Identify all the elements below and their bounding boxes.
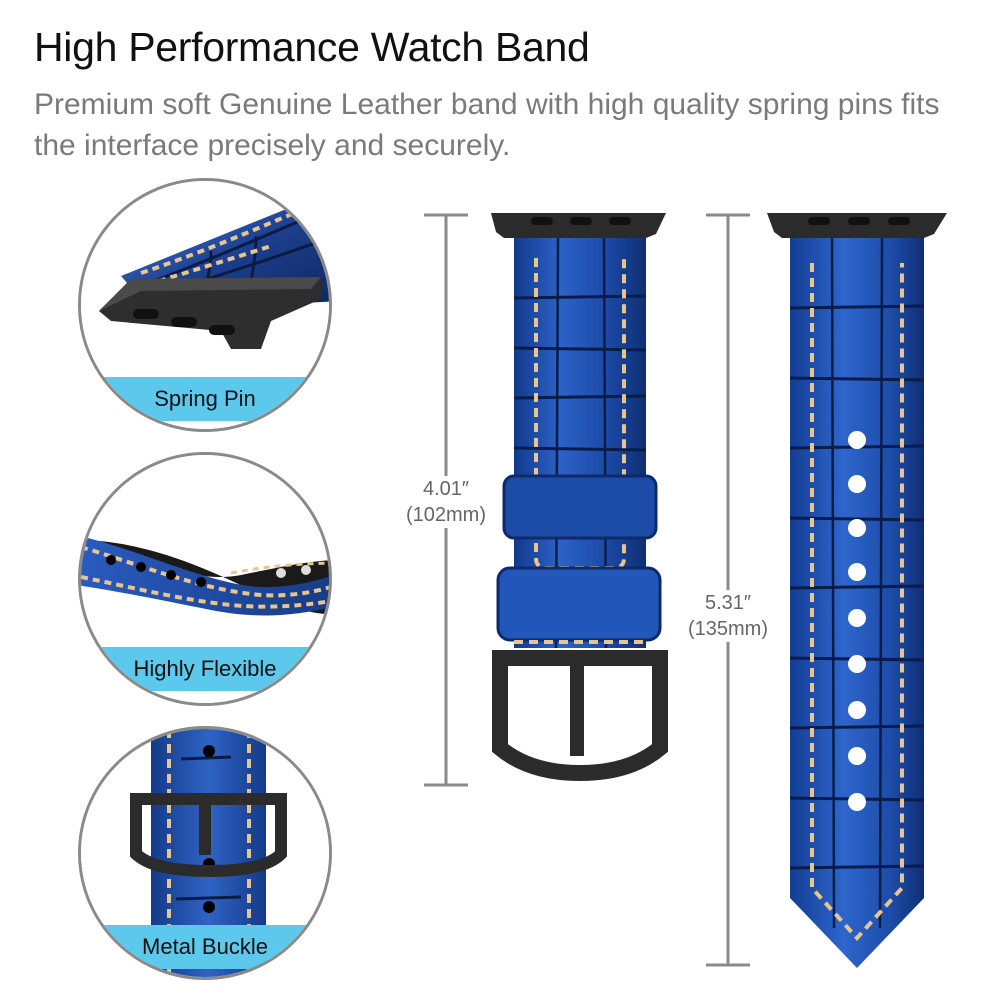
feature-label: Highly Flexible xyxy=(81,647,329,691)
short-strap-measurement: 4.01″ (102mm) xyxy=(388,476,504,528)
long-strap-mm: (135mm) xyxy=(687,618,768,640)
long-strap-illustration xyxy=(767,213,947,968)
feature-label: Spring Pin xyxy=(81,377,329,421)
feature-metal-buckle: Metal Buckle xyxy=(78,726,332,980)
short-strap-mm: (102mm) xyxy=(405,504,486,526)
page-title: High Performance Watch Band xyxy=(34,24,590,70)
long-strap-measurement: 5.31″ (135mm) xyxy=(670,590,786,642)
long-strap-inches: 5.31″ xyxy=(704,592,751,614)
short-strap-illustration xyxy=(491,213,668,782)
feature-spring-pin: Spring Pin xyxy=(78,178,332,432)
feature-highly-flexible: Highly Flexible xyxy=(78,452,332,706)
short-strap-inches: 4.01″ xyxy=(422,478,469,500)
feature-label: Metal Buckle xyxy=(81,925,329,969)
page-subtitle: Premium soft Genuine Leather band with h… xyxy=(34,88,940,162)
